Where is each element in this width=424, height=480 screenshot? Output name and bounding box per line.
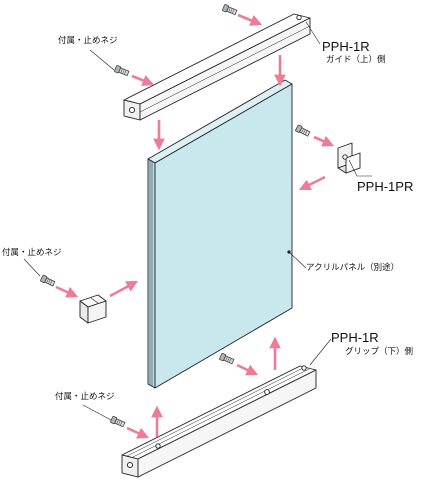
screw-label-mid: 付属・止めネジ [2,248,62,258]
screw-icon [39,274,56,288]
bottom-rail-name: グリップ（下）側 [345,347,414,357]
arrow-icon [237,13,263,26]
screw-icon [218,352,235,366]
top-rail-code: PPH-1R [322,39,370,54]
arrow-icon [236,363,259,376]
arrow-icon [55,285,79,298]
top-rail-name: ガイド（上）側 [326,55,386,65]
leader-lines [23,21,372,421]
arrow-icon [298,175,326,191]
bottom-rail-code: PPH-1R [331,330,379,345]
screw-icon [109,415,126,429]
panel-note: アクリルパネル（別途） [306,263,400,273]
screw-label-bottom: 付属・止めネジ [55,392,115,402]
top-rail [123,13,311,121]
bottom-rail [121,365,317,478]
acrylic-panel [147,79,293,389]
screw-icon [113,64,130,77]
screw-icon [294,124,311,138]
arrow-icon [109,280,139,298]
arrow-icon [126,426,150,439]
assembly-arrows [55,13,335,439]
screw-icon [221,3,238,16]
bracket-code: PPH-1PR [357,179,414,194]
arrow-icon [313,135,335,147]
clip-icon [79,294,107,324]
bracket-icon [337,142,361,174]
screw-label-top: 付属・止めネジ [58,36,118,46]
arrow-icon [131,74,155,86]
